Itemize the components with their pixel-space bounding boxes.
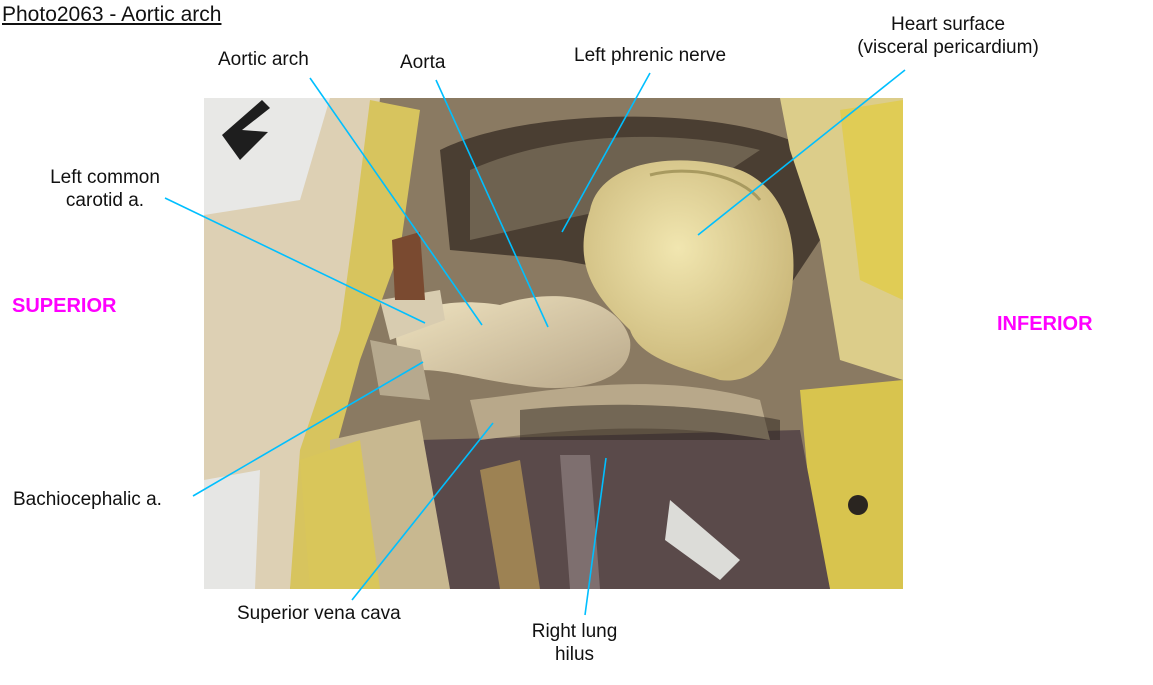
leader-left-common-carotid (164, 197, 426, 324)
orientation-superior: SUPERIOR (12, 295, 117, 317)
label-aorta: Aorta (400, 52, 446, 73)
label-heart-surface-line1: Heart surface (890, 14, 1006, 35)
label-left-common-carotid-line1: Left common (50, 167, 160, 188)
label-heart-surface-line2: (visceral pericardium) (857, 37, 1039, 58)
label-aortic-arch: Aortic arch (218, 49, 309, 70)
label-right-lung-hilus-line2: hilus (554, 644, 595, 665)
label-left-common-carotid: Left common carotid a. (40, 166, 170, 212)
label-right-lung-hilus: Right lung hilus (522, 620, 627, 666)
leader-brachiocephalic (192, 361, 424, 497)
label-left-phrenic-nerve: Left phrenic nerve (574, 45, 727, 66)
leader-aortic-arch (309, 77, 483, 326)
label-superior-vena-cava: Superior vena cava (237, 603, 401, 624)
orientation-inferior: INFERIOR (997, 313, 1093, 335)
leader-aorta (435, 79, 549, 328)
leader-right-lung-hilus (584, 457, 607, 616)
leader-left-phrenic-nerve (561, 72, 651, 233)
label-heart-surface: Heart surface (visceral pericardium) (842, 13, 1054, 59)
leader-lines (164, 69, 906, 616)
label-brachiocephalic: Bachiocephalic a. (13, 489, 162, 510)
leader-superior-vena-cava (351, 422, 494, 601)
label-left-common-carotid-line2: carotid a. (65, 190, 145, 211)
leader-heart-surface (697, 69, 906, 236)
figure-title: Photo2063 - Aortic arch (2, 3, 222, 26)
label-right-lung-hilus-line1: Right lung (531, 621, 618, 642)
